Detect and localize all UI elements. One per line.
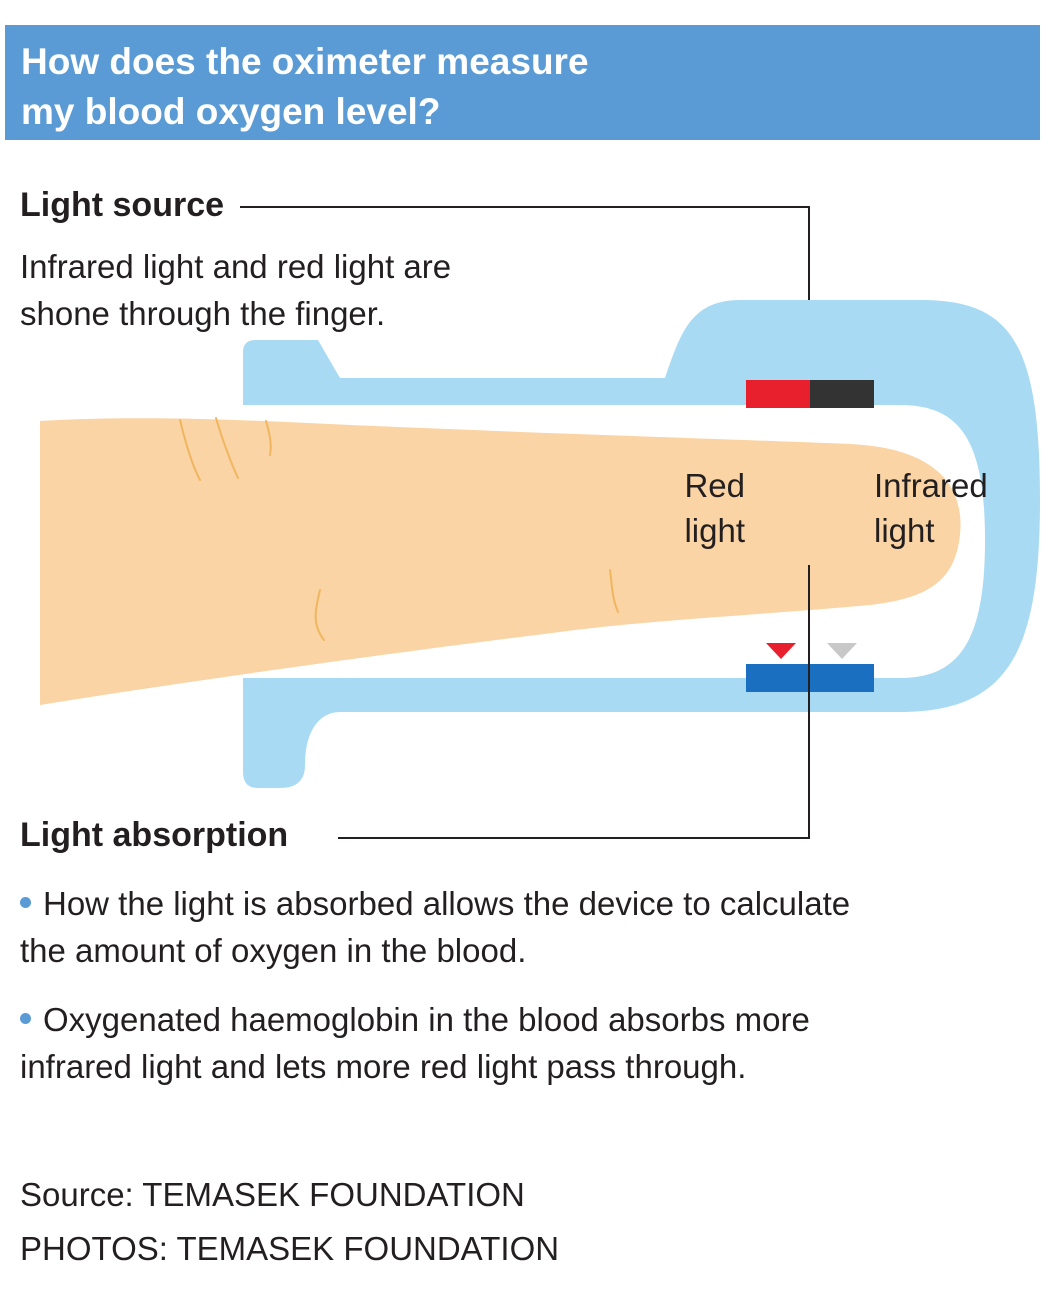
title-line-1: How does the oximeter measure bbox=[21, 41, 589, 82]
infrared-light-emitter bbox=[810, 380, 874, 408]
bullet-dot bbox=[20, 1012, 31, 1024]
light-source-description: Infrared light and red light are shone t… bbox=[20, 243, 451, 337]
absorption-bullet-2: Oxygenated haemoglobin in the blood abso… bbox=[20, 996, 810, 1090]
source-credit: Source: TEMASEK FOUNDATION bbox=[20, 1176, 525, 1213]
infrared-light-arrowhead bbox=[827, 643, 857, 659]
absorption-bullet-2-line-2: infrared light and lets more red light p… bbox=[20, 1048, 747, 1085]
red-light-arrowhead bbox=[766, 643, 796, 659]
absorption-bullet-1-line-2: the amount of oxygen in the blood. bbox=[20, 932, 527, 969]
infrared-light-label-line-2: light bbox=[874, 512, 935, 549]
photos-credit: PHOTOS: TEMASEK FOUNDATION bbox=[20, 1230, 560, 1267]
oximeter-clip bbox=[243, 300, 1040, 788]
title-banner: How does the oximeter measure my blood o… bbox=[5, 25, 1040, 140]
finger-creases bbox=[179, 417, 619, 641]
red-light-emitter bbox=[746, 380, 810, 408]
red-light-label-line-1: Red bbox=[684, 467, 745, 504]
red-light-label-line-2: light bbox=[684, 512, 745, 549]
light-absorption-heading: Light absorption bbox=[20, 816, 289, 854]
absorption-bullet-1-line-1: How the light is absorbed allows the dev… bbox=[20, 880, 850, 927]
light-source-line-2: shone through the finger. bbox=[20, 295, 386, 332]
infrared-light-label-line-1: Infrared bbox=[874, 467, 988, 504]
title-line-2: my blood oxygen level? bbox=[21, 91, 441, 132]
light-source-line-1: Infrared light and red light are bbox=[20, 248, 452, 285]
finger bbox=[40, 418, 961, 705]
light-absorption-connector bbox=[338, 565, 810, 839]
absorption-bullet-1: How the light is absorbed allows the dev… bbox=[20, 880, 850, 974]
absorption-bullet-2-line-1: Oxygenated haemoglobin in the blood abso… bbox=[20, 996, 810, 1043]
bullet-dot bbox=[20, 896, 31, 908]
light-source-heading: Light source bbox=[20, 186, 225, 224]
